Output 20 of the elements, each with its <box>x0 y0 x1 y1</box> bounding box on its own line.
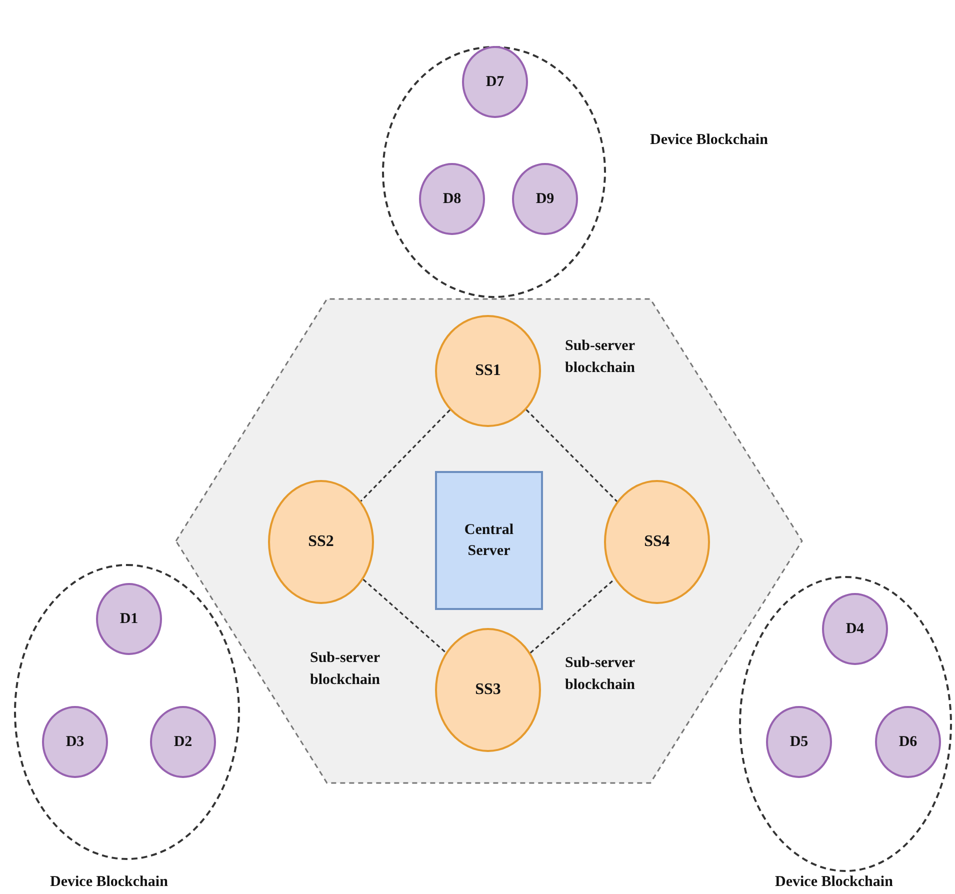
dashed-connector <box>526 409 618 502</box>
dashed-connector <box>360 409 451 502</box>
central-server-box: Central Server <box>435 471 543 610</box>
device-circle: D5 <box>766 706 832 778</box>
device-circle: D2 <box>150 706 216 778</box>
device-circle: D3 <box>42 706 108 778</box>
network-label: Sub-server blockchain <box>565 654 636 695</box>
device-circle: D7 <box>462 46 528 118</box>
device-circle: D9 <box>512 163 578 235</box>
device-circle: D4 <box>822 593 888 665</box>
dashed-connector <box>362 578 446 654</box>
group-label: Device Blockchain <box>50 874 168 891</box>
dashed-connector <box>530 578 616 654</box>
group-label: Device Blockchain <box>775 874 893 891</box>
device-circle: D6 <box>875 706 941 778</box>
network-label: Sub-server blockchain <box>310 649 382 690</box>
device-circle: D8 <box>419 163 485 235</box>
device-circle: D1 <box>96 583 162 655</box>
group-label: Device Blockchain <box>650 132 768 149</box>
network-label: Sub-server blockchain <box>565 337 636 378</box>
